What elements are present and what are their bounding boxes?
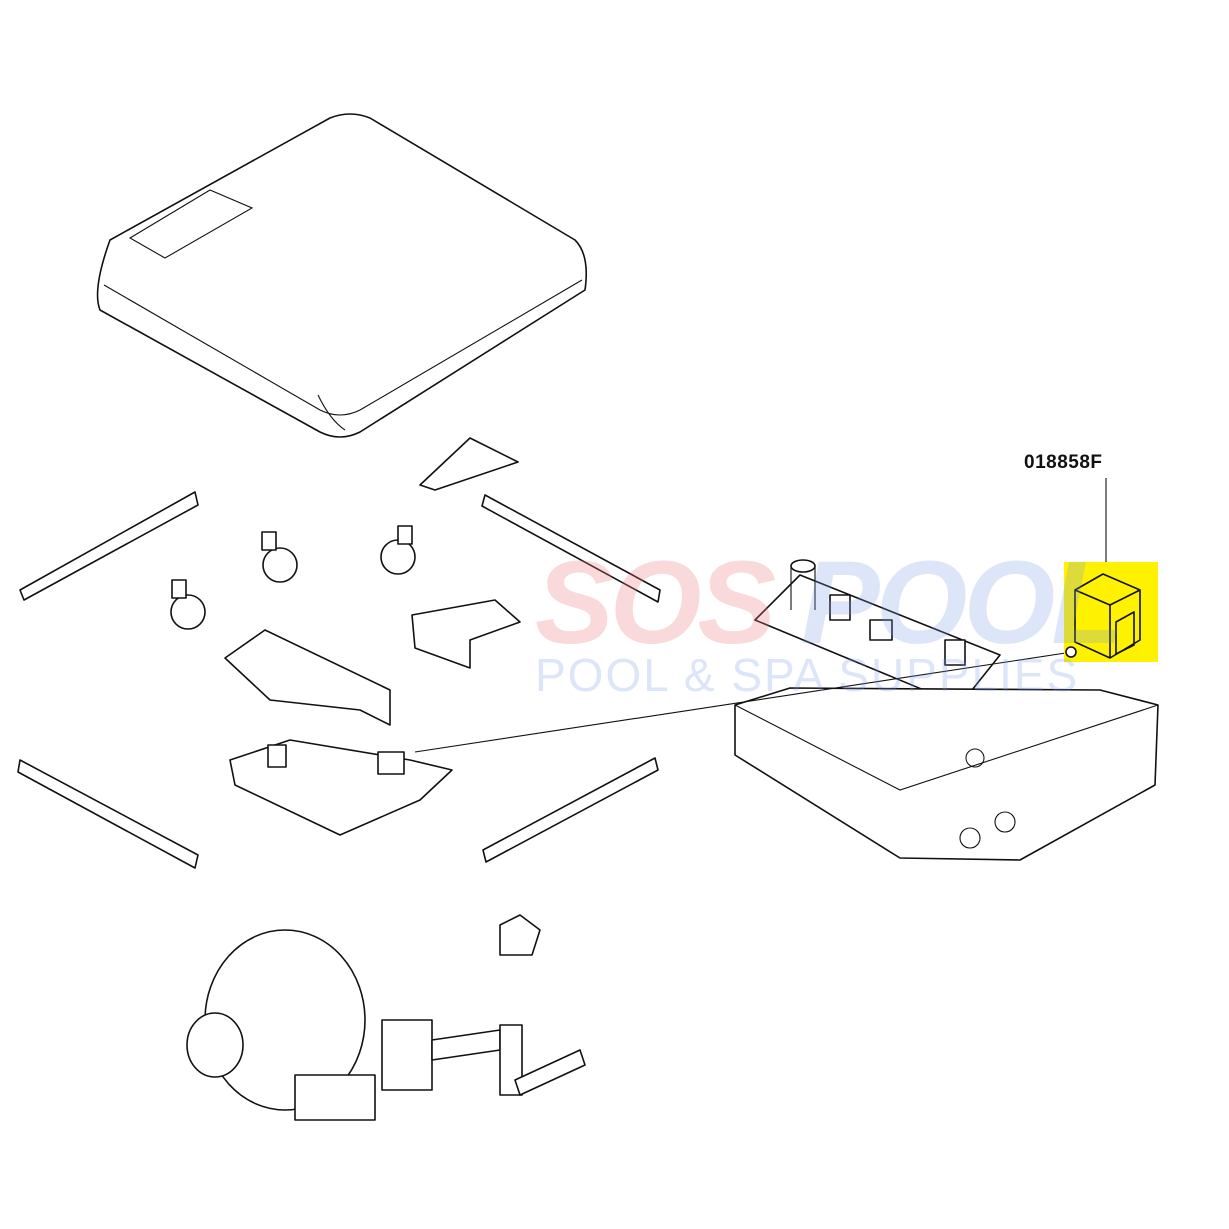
base-pan[interactable] xyxy=(734,687,1159,861)
shield-plate[interactable] xyxy=(224,629,391,726)
left-bottom-rail[interactable] xyxy=(17,759,199,869)
left-top-rail[interactable] xyxy=(19,491,199,601)
watermark-pool: POOL xyxy=(801,537,1123,669)
watermark-sos: SOS xyxy=(535,537,776,669)
gas-valve[interactable] xyxy=(381,1019,586,1096)
mounting-bracket[interactable] xyxy=(419,437,519,491)
blower-assembly[interactable] xyxy=(186,929,376,1121)
top-cover[interactable] xyxy=(96,113,588,438)
watermark-logo: SOS POOL xyxy=(535,535,1123,671)
transformer-highlighted[interactable] xyxy=(1064,562,1158,662)
right-top-rail[interactable] xyxy=(481,494,661,603)
shield-plate[interactable] xyxy=(411,599,521,669)
watermark-tagline: POOL & SPA SUPPLIES xyxy=(535,649,1080,701)
leader-line xyxy=(414,651,1073,753)
right-bottom-rail[interactable] xyxy=(482,757,659,863)
pressure-switch[interactable] xyxy=(261,531,298,583)
ignition-board[interactable] xyxy=(229,739,453,836)
pressure-switch[interactable] xyxy=(380,525,416,575)
pressure-switch[interactable] xyxy=(170,579,206,630)
part-number-label: 018858F xyxy=(1024,452,1103,473)
clip-bracket[interactable] xyxy=(499,914,541,956)
